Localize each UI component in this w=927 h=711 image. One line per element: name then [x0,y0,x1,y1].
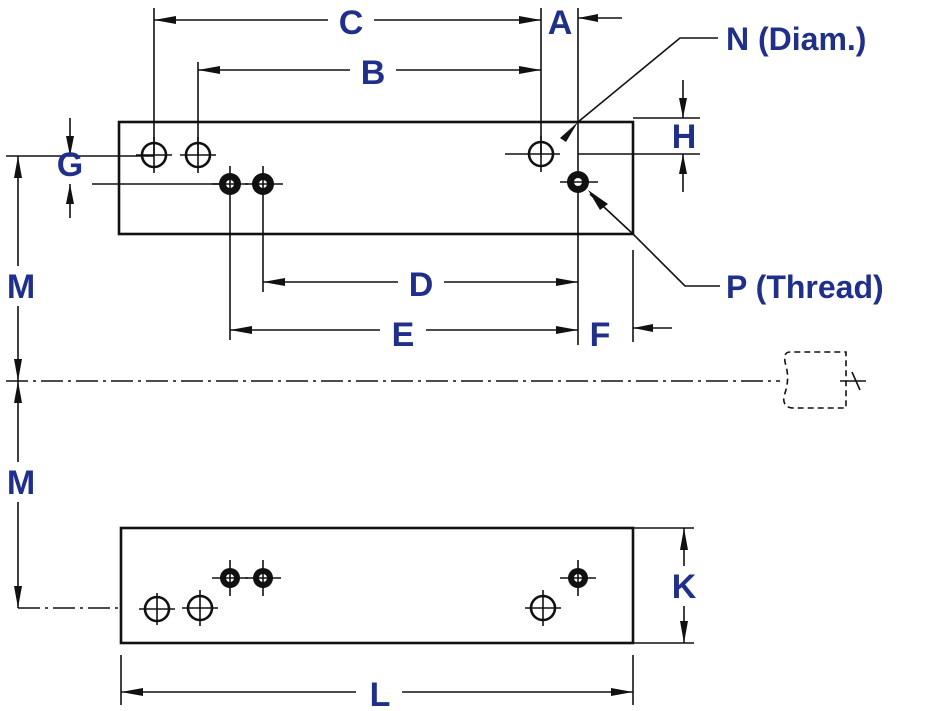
bottom-view-plate [119,526,635,645]
arrow-c-left [154,16,176,24]
arrow-b-left [198,66,220,74]
label-h: H [672,118,697,156]
bottom-clearance-hole-3 [525,590,561,626]
label-b: B [361,54,386,92]
arrow-m1-bottom [14,359,22,381]
label-m-lower: M [7,464,35,502]
label-m-upper: M [7,268,35,306]
arrow-l-right [611,688,633,696]
arrow-c-right [519,16,541,24]
arrow-h-bottom [679,154,687,174]
break-symbol [782,351,847,409]
clearance-hole-1 [136,137,172,173]
arrow-g-bottom [66,184,74,204]
arrow-e-right [556,326,578,334]
arrow-f [633,324,653,332]
label-l: L [370,676,391,711]
bottom-threaded-hole-2 [245,560,281,596]
clearance-hole-3 [505,136,560,172]
label-d: D [409,266,434,304]
arrow-b-right [519,66,541,74]
leader-n [577,37,718,123]
leader-p [589,193,720,287]
label-p: P (Thread) [726,269,884,305]
arrow-e-left [230,326,252,334]
arrow-l-left [121,688,143,696]
arrow-m2-bottom [14,586,22,608]
arrow-d-left [263,278,285,286]
threaded-hole-3 [560,171,598,193]
arrow-n [560,122,578,142]
arrow-h-top [679,98,687,118]
label-c: C [339,4,364,42]
label-e: E [392,316,415,354]
arrow-k-top [680,528,688,550]
bottom-threaded-hole-1 [212,560,248,596]
arrow-k-bottom [680,621,688,643]
arrow-m1-top [14,156,22,178]
top-view-plate [117,120,635,236]
arrow-m2-top [14,381,22,403]
threaded-hole-2 [245,166,283,292]
arrow-g-top [66,136,74,156]
label-f: F [590,316,611,354]
threaded-hole-1 [212,166,248,340]
bottom-threaded-hole-3 [560,560,596,596]
label-g: G [57,146,83,184]
arrow-d-right [556,278,578,286]
bottom-clearance-hole-2 [182,590,218,626]
bottom-clearance-hole-1 [139,593,175,625]
label-a: A [548,4,573,42]
label-k: K [672,568,697,606]
clearance-hole-2 [180,137,216,173]
arrow-p [588,190,608,210]
arrow-a [578,14,598,22]
label-n: N (Diam.) [726,21,866,57]
